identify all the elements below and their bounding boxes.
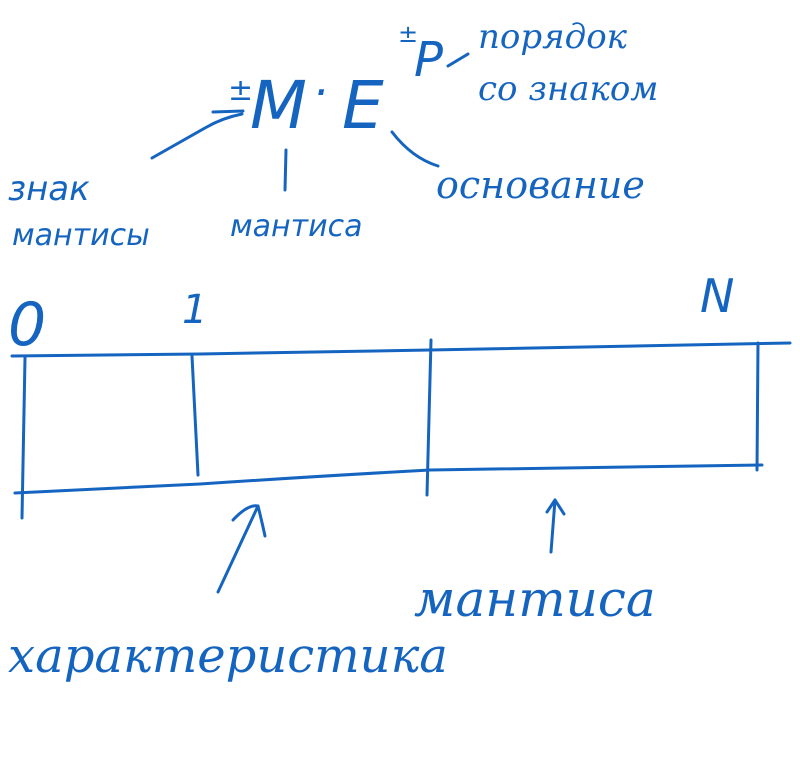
base-label: основание [436,163,645,207]
bar-bottom-edge [13,463,764,495]
memory-bar [10,338,792,520]
base-pointer [390,130,440,168]
mantissa-label: мантиса [230,209,362,244]
multiply-dot: · [313,65,328,119]
characteristic-arrow [216,504,260,594]
sign-pointer [150,112,244,160]
characteristic-arrow-head [231,504,267,538]
mantissa-bottom-label: мантиса [414,570,656,628]
mantissa-arrow-head [545,498,566,516]
bit-mark-left: 0 [8,290,46,360]
mantissa-sign: ± [228,73,253,108]
bar-divider-right [755,341,760,472]
exponent-label-line2: со знаком [478,69,659,109]
sign-label-line1: знак [8,169,90,209]
mantissa-pointer [283,148,288,192]
bar-divider-left [20,356,27,520]
sign-label-line2: мантисы [12,218,150,253]
sign-underline [211,109,245,114]
formula: ± M · E ± P [228,20,443,144]
exponent-symbol: P [414,32,443,88]
bit-mark-right: N [700,269,734,323]
base-symbol: E [342,67,384,144]
mantissa-symbol: M [250,67,307,144]
bar-top-edge [10,341,792,358]
bar-divider-sign [190,354,200,477]
bar-divider-middle [425,338,433,497]
exponent-pointer [446,52,470,68]
mantissa-arrow [549,498,557,554]
bit-mark-middle: 1 [182,287,207,333]
characteristic-label: характеристика [8,628,448,684]
exponent-sign: ± [398,20,418,48]
exponent-label-line1: порядок [478,17,628,57]
